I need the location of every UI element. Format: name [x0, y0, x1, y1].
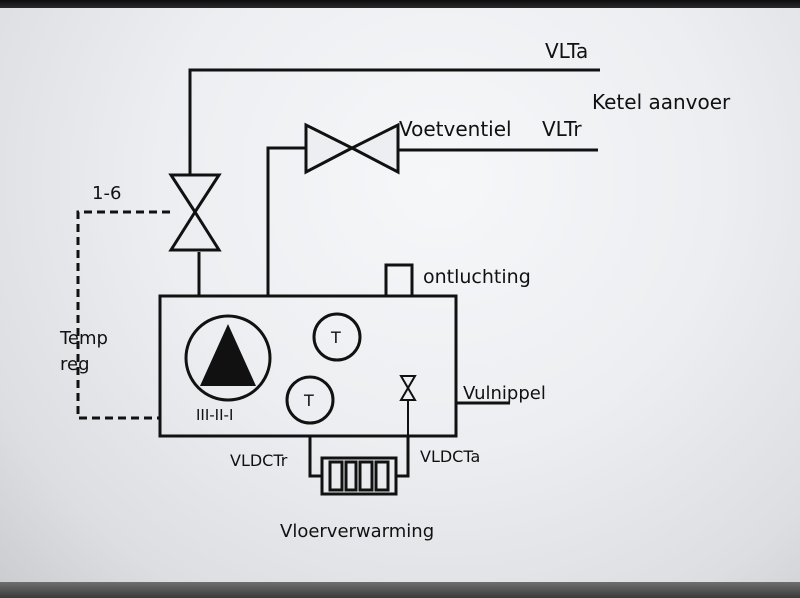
monitor-bezel-bottom: [0, 582, 800, 598]
monitor-bezel-top: [0, 0, 800, 8]
sensor-t1-label: T: [330, 328, 341, 347]
vlta-label: VLTa: [545, 39, 588, 63]
voetventiel-label: Voetventiel: [399, 117, 512, 141]
reg-label: reg: [60, 354, 90, 375]
temp-reg-signal-line: [76, 210, 170, 420]
vulnippel-label: Vulnippel: [463, 383, 546, 404]
fill-valve-icon: [399, 375, 417, 436]
sensor-t1-circle: [312, 312, 362, 362]
sensor-t2-label: T: [303, 391, 314, 410]
vldctr-label: VLDCTr: [230, 451, 288, 470]
mixing-unit-box: [158, 294, 458, 438]
ketel-aanvoer-label: Ketel aanvoer: [592, 90, 731, 114]
pump-circle: [184, 314, 272, 402]
vldcta-label: VLDCTa: [420, 447, 480, 466]
temp-label: Temp: [59, 328, 108, 349]
ontluchting-vent: [384, 263, 414, 298]
pump-icon: [200, 324, 256, 386]
vltr-label: VLTr: [542, 117, 582, 141]
pump-speeds-label: III-II-I: [196, 406, 233, 424]
vlta-pipe: [188, 68, 600, 175]
voetventiel-valve-icon: [304, 122, 400, 175]
floor-heating-manifold: [308, 436, 410, 496]
ontluchting-label: ontluchting: [423, 266, 531, 288]
vloerverwarming-label: Vloerverwarming: [280, 521, 434, 542]
return-pipe: [266, 146, 306, 296]
sensor-t2-circle: [285, 375, 335, 425]
mixing-valve-icon: [168, 173, 222, 252]
one-six-label: 1-6: [92, 183, 121, 204]
